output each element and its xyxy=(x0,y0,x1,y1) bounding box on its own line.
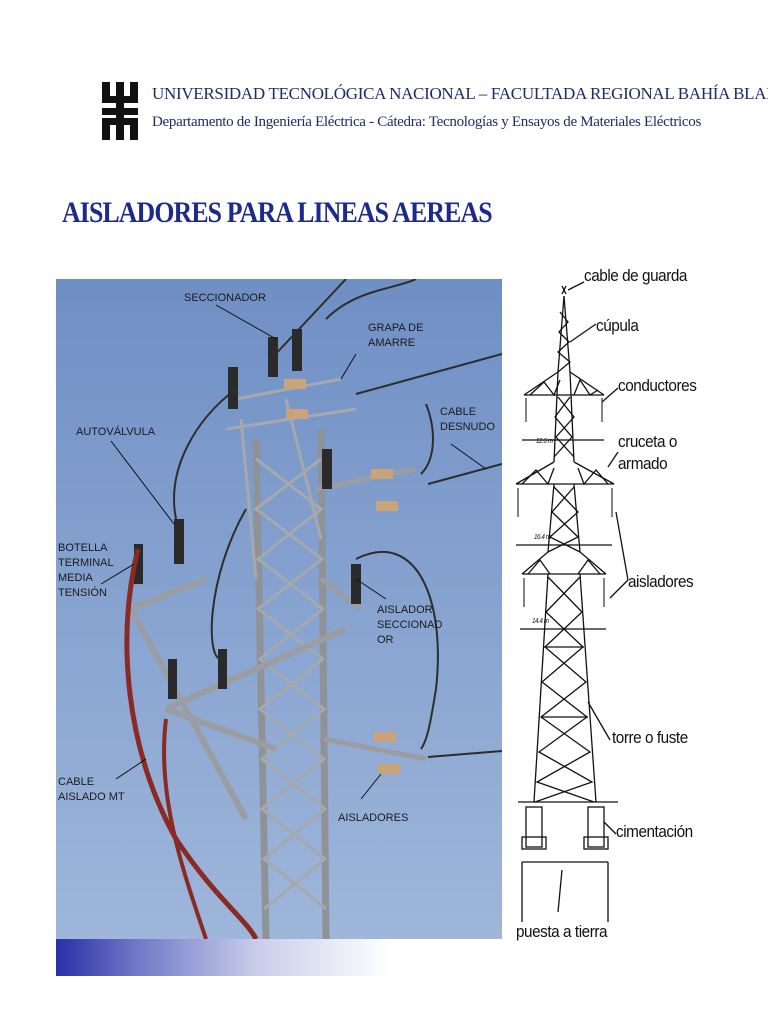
label-grapa-1: GRAPA DE xyxy=(368,322,424,334)
tower-dim-1: 12.6 m xyxy=(536,438,553,445)
tower-dim-2: 16.4 m xyxy=(534,534,551,541)
label-cable-desnudo-1: CABLE xyxy=(440,406,477,418)
label-autovalvula: AUTOVÁLVULA xyxy=(76,426,156,438)
label-cable-desnudo-2: DESNUDO xyxy=(440,421,496,433)
tower-label-cruceta-1: cruceta o xyxy=(618,432,677,451)
pole-photo-drawing xyxy=(56,279,502,939)
label-cable-aislado-2: AISLADO MT xyxy=(58,791,125,803)
label-aislador-secc-3: OR xyxy=(377,634,394,646)
label-botella-4: TENSIÓN xyxy=(58,587,107,599)
header-department: Departamento de Ingeniería Eléctrica - C… xyxy=(152,114,701,130)
label-botella-3: MEDIA xyxy=(58,572,93,584)
label-botella-1: BOTELLA xyxy=(58,542,108,554)
footer-gradient-bar xyxy=(56,939,502,976)
tower-label-cimentacion: cimentación xyxy=(616,822,693,841)
tower-label-conductores: conductores xyxy=(618,376,697,395)
label-aisladores: AISLADORES xyxy=(338,812,409,824)
tower-label-cable-guarda: cable de guarda xyxy=(584,266,687,285)
utn-logo xyxy=(102,82,138,140)
tower-label-torre: torre o fuste xyxy=(612,728,688,747)
tower-label-cupula: cúpula xyxy=(596,316,639,335)
page-title: AISLADORES PARA LINEAS AEREAS xyxy=(62,196,493,229)
label-aislador-secc-1: AISLADOR xyxy=(377,604,433,616)
tower-label-puesta-tierra: puesta a tierra xyxy=(516,922,608,941)
label-grapa-2: AMARRE xyxy=(368,337,416,349)
pole-photo: SECCIONADOR GRAPA DE AMARRE CABLE DESNUD… xyxy=(56,279,502,939)
tower-diagram: 12.6 m 16.4 m 14.4 m cable de guarda cúp… xyxy=(508,262,768,962)
label-seccionador: SECCIONADOR xyxy=(184,292,266,304)
tower-dim-3: 14.4 m xyxy=(532,618,549,625)
tower-label-aisladores: aisladores xyxy=(628,572,694,591)
tower-label-cruceta-2: armado xyxy=(618,454,668,473)
header-university: UNIVERSIDAD TECNOLÓGICA NACIONAL – FACUL… xyxy=(152,84,768,103)
label-aislador-secc-2: SECCIONAD xyxy=(377,619,443,631)
tower-drawing xyxy=(515,281,629,922)
label-botella-2: TERMINAL xyxy=(58,557,114,569)
label-cable-aislado-1: CABLE xyxy=(58,776,95,788)
